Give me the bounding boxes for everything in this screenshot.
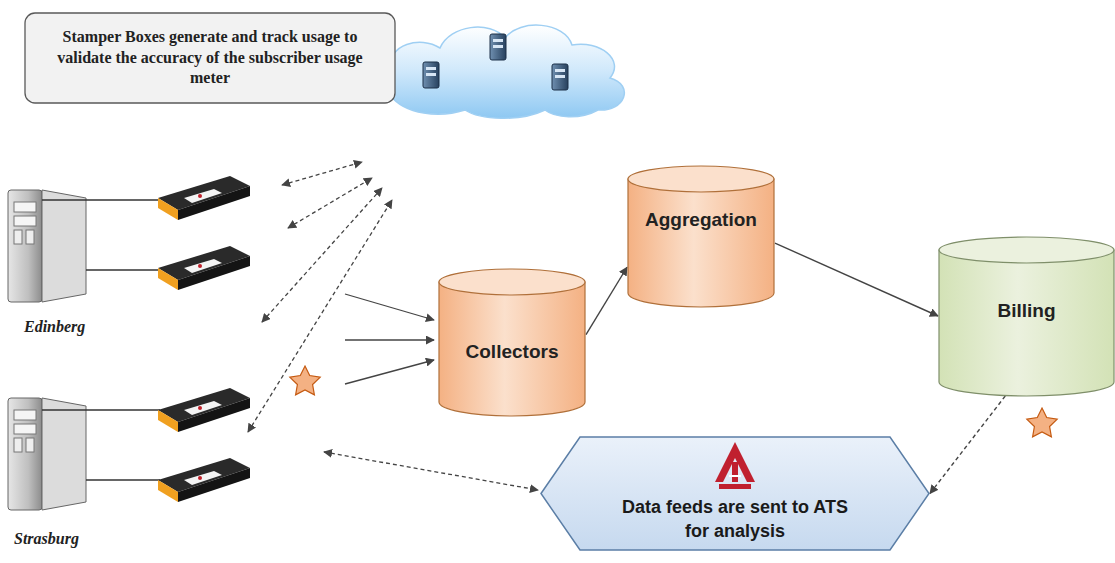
site-name: Strasburg — [14, 530, 79, 548]
stamper-box — [158, 176, 250, 220]
aggregation-cylinder: Aggregation — [627, 165, 775, 307]
feed-arrow — [345, 339, 434, 340]
cloud-link — [248, 162, 392, 432]
cable — [42, 200, 160, 480]
cloud — [552, 64, 568, 90]
cloud-link — [282, 162, 362, 185]
collector-cylinder: Collectors — [438, 268, 586, 416]
tap-link — [324, 452, 538, 490]
node-text: Data feeds are sent to ATS for analysis — [620, 496, 850, 543]
node-text: Billing — [997, 299, 1055, 324]
billing-cylinder: Billing — [938, 236, 1115, 396]
ats-logo — [715, 442, 755, 489]
flow-arrow — [775, 243, 938, 316]
stamper-box — [158, 246, 250, 290]
server-tower — [8, 190, 86, 302]
node-text: Aggregation — [645, 208, 757, 233]
cloud — [371, 25, 624, 118]
cloud-link — [248, 200, 392, 432]
site-name: Edinberg — [24, 318, 85, 336]
cloud — [371, 25, 624, 118]
feed-arrow — [345, 360, 434, 384]
stamper-box — [158, 458, 250, 502]
cable — [86, 479, 160, 481]
tap-star — [1027, 408, 1057, 437]
cable — [86, 269, 160, 271]
cloud — [423, 62, 439, 88]
feed-arrow — [345, 294, 434, 384]
node-text: Collectors — [466, 340, 559, 365]
server-tower — [8, 190, 86, 510]
note-box: Stamper Boxes generate and track usage t… — [24, 12, 396, 104]
aggregation-cylinder-outline — [627, 165, 775, 307]
cloud-link — [262, 188, 382, 322]
server-tower — [8, 398, 86, 510]
cable — [42, 199, 160, 201]
flow-arrow — [930, 396, 1005, 494]
stamper-box — [158, 176, 250, 502]
flow-arrow — [586, 267, 627, 334]
cable — [42, 409, 160, 411]
stamper-box — [158, 388, 250, 432]
feed-arrow — [345, 294, 434, 320]
tap-link — [324, 452, 538, 490]
cloud-link — [288, 178, 372, 228]
cloud — [490, 34, 506, 60]
node-text: Stamper Boxes generate and track usage t… — [42, 27, 378, 89]
ats-hexagon: Data feeds are sent to ATS for analysis — [540, 436, 930, 551]
tap-star — [290, 366, 320, 395]
